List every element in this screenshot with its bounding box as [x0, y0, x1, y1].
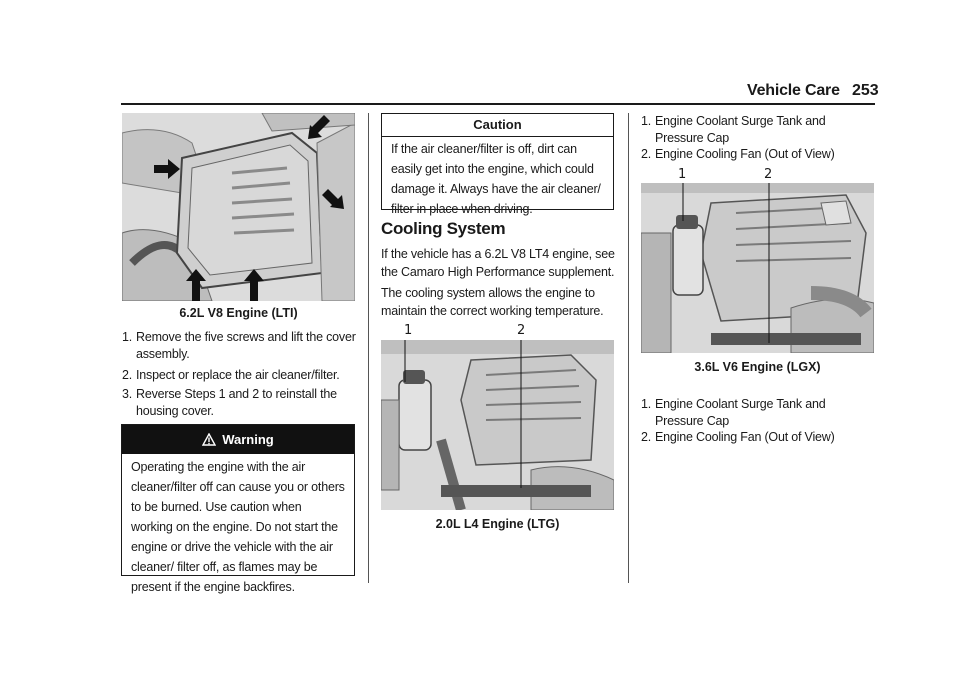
- arrow-icon: [322, 189, 344, 209]
- warning-icon: [202, 433, 217, 446]
- warning-box: Warning Operating the engine with the ai…: [121, 424, 355, 594]
- figure-caption: 3.6L V6 Engine (LGX): [694, 360, 821, 374]
- page-header: Vehicle Care 253: [0, 0, 960, 110]
- list-text: Reverse Steps 1 and 2 to reinstall the h…: [136, 387, 337, 418]
- paragraph: If the vehicle has a 6.2L V8 LT4 engine,…: [381, 247, 615, 279]
- list-number: 2.: [641, 430, 652, 444]
- list-number: 1.: [641, 114, 652, 128]
- list-text: Inspect or replace the air cleaner/filte…: [136, 368, 340, 382]
- list-item: 2. Engine Cooling Fan (Out of View): [641, 146, 871, 163]
- callout-label: 1: [404, 323, 413, 338]
- column-divider: [368, 113, 369, 583]
- section-title: Vehicle Care: [747, 82, 840, 99]
- list-text: Engine Cooling Fan (Out of View): [655, 430, 835, 444]
- list-item: 2. Engine Cooling Fan (Out of View): [641, 429, 871, 446]
- arrow-icon: [186, 269, 206, 301]
- engine-illustration: [641, 183, 874, 353]
- list-text: Engine Cooling Fan (Out of View): [655, 147, 835, 161]
- arrow-icon: [308, 115, 330, 139]
- list-item: 3. Reverse Steps 1 and 2 to reinstall th…: [122, 386, 358, 420]
- air-cleaner-illustration: [122, 113, 355, 301]
- list-item: 1. Engine Coolant Surge Tank and Pressur…: [641, 113, 871, 147]
- list-item: 1. Engine Coolant Surge Tank and Pressur…: [641, 396, 871, 430]
- caution-title: Caution: [382, 114, 613, 137]
- warning-header: Warning: [122, 425, 354, 454]
- engine-illustration: [381, 340, 614, 510]
- header-rule: [121, 103, 875, 105]
- warning-title: Warning: [222, 432, 274, 447]
- callout-label: 1: [678, 167, 687, 182]
- figure-caption: 6.2L V8 Engine (LTI): [179, 306, 298, 320]
- engine-photo-v8: [122, 113, 355, 301]
- list-item: 1. Remove the five screws and lift the c…: [122, 329, 358, 363]
- list-number: 1.: [122, 330, 133, 344]
- list-text: Engine Coolant Surge Tank and Pressure C…: [655, 114, 826, 145]
- engine-photo-v6: [641, 183, 874, 353]
- arrow-icon: [244, 269, 264, 301]
- list-item: 2. Inspect or replace the air cleaner/fi…: [122, 367, 358, 384]
- paragraph: The cooling system allows the engine to …: [381, 286, 604, 318]
- list-number: 3.: [122, 387, 133, 401]
- caution-box: Caution If the air cleaner/filter is off…: [381, 113, 614, 216]
- caution-text: If the air cleaner/filter is off, dirt c…: [391, 142, 601, 216]
- list-number: 2.: [641, 147, 652, 161]
- figure-caption: 2.0L L4 Engine (LTG): [435, 517, 560, 531]
- callout-label: 2: [764, 167, 773, 182]
- list-text: Engine Coolant Surge Tank and Pressure C…: [655, 397, 826, 428]
- warning-text: Operating the engine with the air cleane…: [131, 460, 345, 594]
- section-heading: Cooling System: [381, 219, 506, 238]
- column-divider: [628, 113, 629, 583]
- arrow-icon: [154, 159, 180, 179]
- callout-label: 2: [517, 323, 526, 338]
- list-text: Remove the five screws and lift the cove…: [136, 330, 356, 361]
- page-number: 253: [852, 82, 879, 99]
- list-number: 1.: [641, 397, 652, 411]
- engine-photo-l4: [381, 340, 614, 510]
- list-number: 2.: [122, 368, 133, 382]
